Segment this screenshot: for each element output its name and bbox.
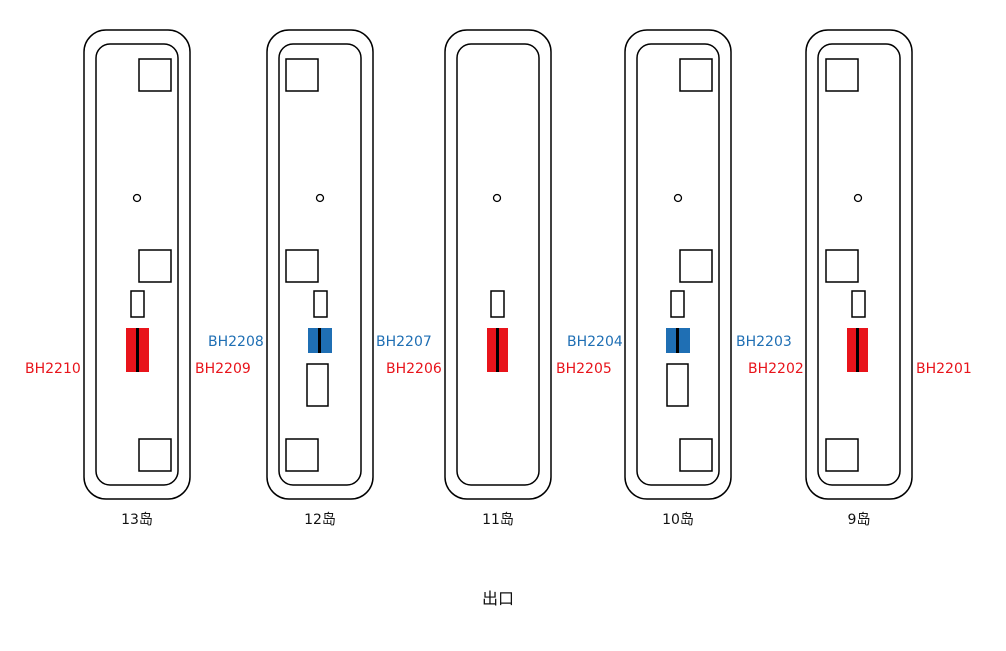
island-12-outer-outline <box>266 29 374 500</box>
island-10-light-pole <box>673 193 683 203</box>
island-9-dispenser-right <box>859 328 868 372</box>
island-13-small-cabinet <box>130 290 145 318</box>
island-name-10: 10岛 <box>662 512 694 528</box>
pump-label-bh2208: BH2208 <box>208 334 264 350</box>
pump-label-bh2205: BH2205 <box>556 361 612 377</box>
island-12-tall-cabinet <box>306 363 329 407</box>
exit-label: 出口 <box>482 589 514 608</box>
island-12-dispenser <box>308 328 332 353</box>
island-9-outer-outline <box>805 29 913 500</box>
island-11-inner-outline <box>456 43 540 486</box>
island-10-dispenser <box>666 328 690 353</box>
pump-label-bh2204: BH2204 <box>567 334 623 350</box>
island-10-dispenser-divider <box>676 328 679 353</box>
pump-label-bh2209: BH2209 <box>195 361 251 377</box>
island-9 <box>805 29 913 500</box>
island-12-top-box <box>285 58 319 92</box>
island-13-light-pole <box>132 193 142 203</box>
island-13 <box>83 29 191 500</box>
island-11-dispenser <box>487 328 508 372</box>
island-12-bottom-box <box>285 438 319 472</box>
pump-label-bh2202: BH2202 <box>748 361 804 377</box>
island-9-bottom-box <box>825 438 859 472</box>
island-9-dispenser <box>847 328 868 372</box>
island-13-dispenser-left <box>126 328 136 372</box>
island-10-tall-cabinet <box>666 363 689 407</box>
island-11-light-pole <box>492 193 502 203</box>
island-10 <box>624 29 732 500</box>
island-name-9: 9岛 <box>848 512 871 528</box>
island-12-middle-box <box>285 249 319 283</box>
island-9-light-pole <box>853 193 863 203</box>
island-11-outer-outline <box>444 29 552 500</box>
island-10-dispenser-left <box>666 328 676 353</box>
island-10-top-box <box>679 58 713 92</box>
island-10-bottom-box <box>679 438 713 472</box>
island-10-inner-outline <box>636 43 720 486</box>
island-13-bottom-box <box>138 438 172 472</box>
island-9-dispenser-left <box>847 328 856 372</box>
pump-label-bh2210: BH2210 <box>25 361 81 377</box>
island-11 <box>444 29 552 500</box>
island-13-inner-outline <box>95 43 179 486</box>
island-9-middle-box <box>825 249 859 283</box>
island-12 <box>266 29 374 500</box>
island-12-dispenser-divider <box>318 328 321 353</box>
island-9-inner-outline <box>817 43 901 486</box>
island-12-small-cabinet <box>313 290 328 318</box>
island-13-outer-outline <box>83 29 191 500</box>
island-10-middle-box <box>679 249 713 283</box>
island-name-11: 11岛 <box>482 512 514 528</box>
island-13-top-box <box>138 58 172 92</box>
island-9-top-box <box>825 58 859 92</box>
island-13-dispenser-divider <box>136 328 139 372</box>
pump-label-bh2201: BH2201 <box>916 361 972 377</box>
pump-label-bh2206: BH2206 <box>386 361 442 377</box>
island-10-small-cabinet <box>670 290 685 318</box>
island-12-inner-outline <box>278 43 362 486</box>
island-name-12: 12岛 <box>304 512 336 528</box>
island-13-middle-box <box>138 249 172 283</box>
island-13-dispenser-right <box>139 328 149 372</box>
island-13-dispenser <box>126 328 149 372</box>
island-12-dispenser-right <box>321 328 332 353</box>
island-12-light-pole <box>315 193 325 203</box>
island-name-13: 13岛 <box>121 512 153 528</box>
pump-label-bh2207: BH2207 <box>376 334 432 350</box>
island-10-outer-outline <box>624 29 732 500</box>
island-11-dispenser-right <box>499 328 508 372</box>
island-11-dispenser-left <box>487 328 496 372</box>
island-12-dispenser-left <box>308 328 318 353</box>
island-9-small-cabinet <box>851 290 866 318</box>
island-9-dispenser-divider <box>856 328 859 372</box>
island-11-small-cabinet <box>490 290 505 318</box>
island-10-dispenser-right <box>679 328 690 353</box>
island-11-dispenser-divider <box>496 328 499 372</box>
pump-label-bh2203: BH2203 <box>736 334 792 350</box>
